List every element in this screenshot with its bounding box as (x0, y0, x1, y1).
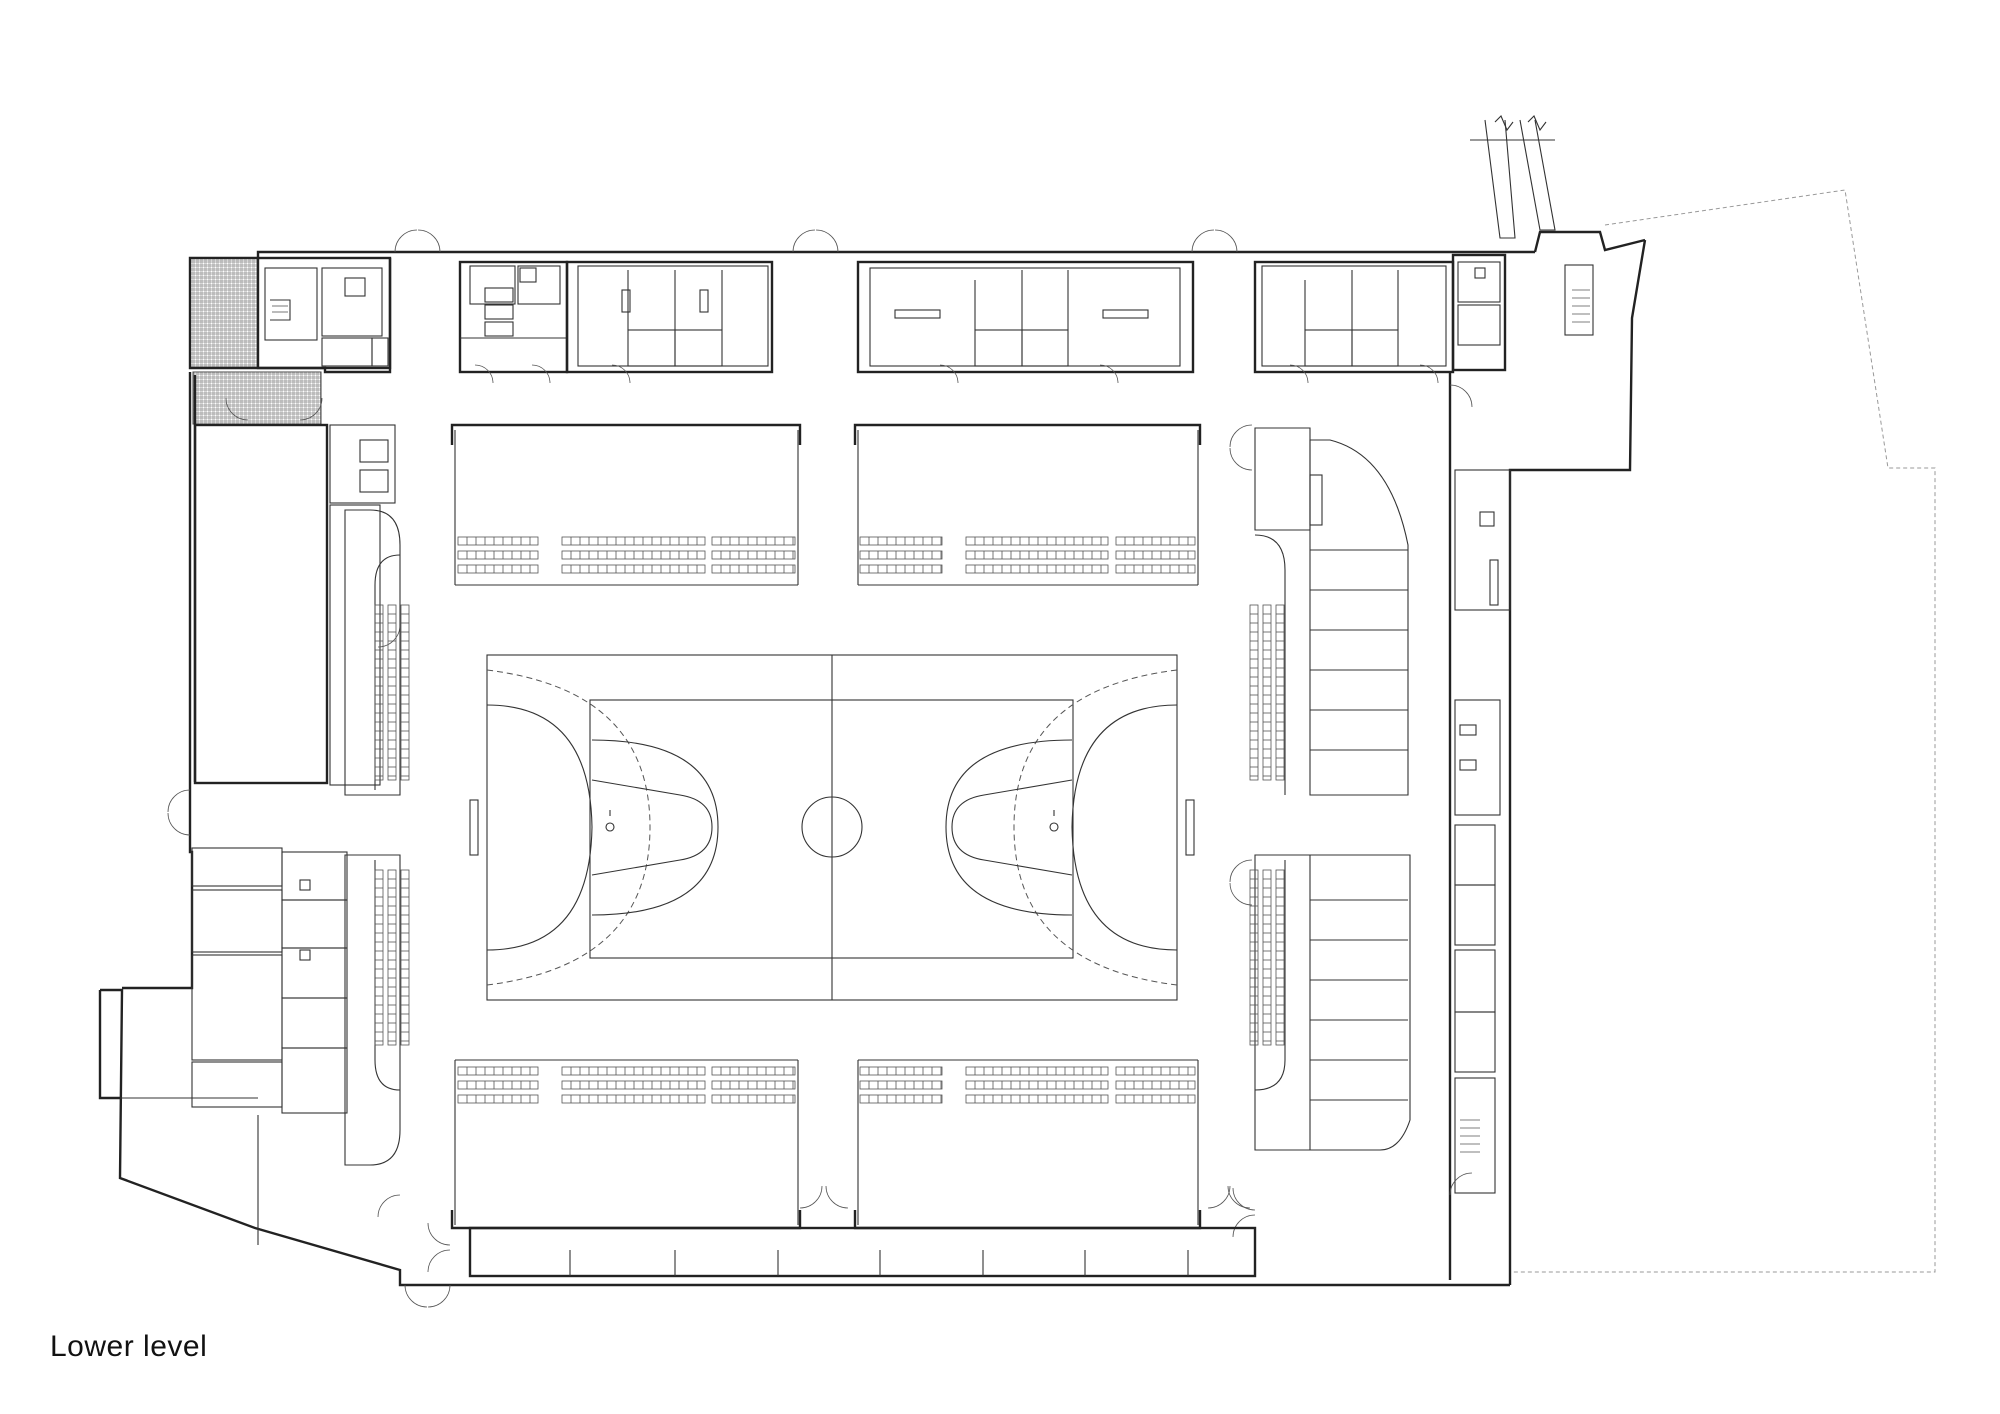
east-rooms (1448, 264, 1594, 1280)
south-stands (450, 1059, 1257, 1278)
north-stands (450, 423, 1202, 586)
north-rooms (256, 253, 1507, 374)
site-boundary (1512, 189, 1936, 1273)
hatched-entry-north (189, 257, 259, 369)
exterior-walls (98, 230, 1647, 1287)
sports-court (469, 654, 1195, 1001)
west-rooms (120, 423, 396, 1245)
north-ramp (1470, 115, 1556, 239)
doors (167, 229, 1473, 1308)
hatched-entry-west (192, 371, 322, 425)
west-stands (344, 509, 410, 1166)
east-stands (1249, 427, 1411, 1151)
level-caption: Lower level (50, 1330, 208, 1363)
